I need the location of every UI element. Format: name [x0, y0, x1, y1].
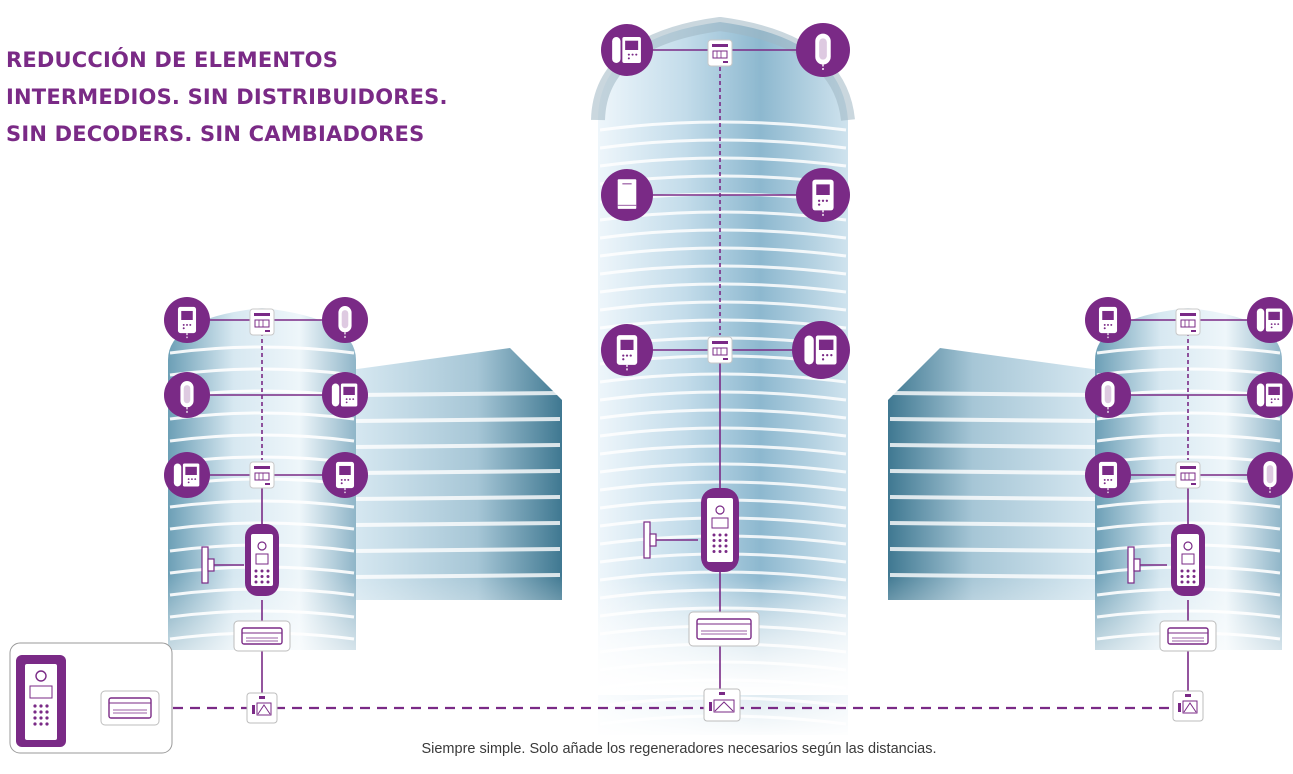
- left-power-supply: [233, 620, 291, 652]
- center-floor2-wall-terminal: [601, 169, 653, 221]
- left-floor3-monitor-handset: [164, 452, 210, 498]
- headline-line-3: SIN DECODERS. SIN CAMBIADORES: [6, 122, 425, 146]
- left-floor3-distributor: [249, 461, 275, 489]
- center-floor2-monitor: [796, 168, 850, 222]
- guard-power-supply: [100, 690, 160, 726]
- left-door-lock: [201, 546, 215, 584]
- center-floor3-monitor-handset: [792, 321, 850, 379]
- right-regenerator: [1172, 690, 1204, 722]
- right-power-supply: [1159, 620, 1217, 652]
- center-entrance-panel: [701, 488, 739, 572]
- building-right-block: [888, 348, 1100, 600]
- center-power-supply: [688, 611, 760, 647]
- right-floor3-distributor: [1175, 461, 1201, 489]
- center-floor3-monitor: [601, 324, 653, 376]
- center-regenerator: [703, 688, 741, 722]
- right-floor2-handset: [1085, 372, 1131, 418]
- right-floor1-distributor: [1175, 308, 1201, 336]
- right-floor2-monitor-handset: [1247, 372, 1293, 418]
- left-floor1-handset: [322, 297, 368, 343]
- right-entrance-panel: [1171, 524, 1205, 596]
- headline-line-1: REDUCCIÓN DE ELEMENTOS: [6, 48, 339, 72]
- right-floor3-handset: [1247, 452, 1293, 498]
- center-floor1-handset: [796, 23, 850, 77]
- left-entrance-panel: [245, 524, 279, 596]
- left-floor2-monitor-handset: [322, 372, 368, 418]
- left-floor1-distributor: [249, 308, 275, 336]
- left-floor2-handset: [164, 372, 210, 418]
- footer-caption: Siempre simple. Solo añade los regenerad…: [421, 741, 937, 757]
- center-floor3-distributor: [707, 336, 733, 364]
- guard-entrance-panel: [16, 655, 66, 747]
- left-floor3-monitor: [322, 452, 368, 498]
- headline-line-2: INTERMEDIOS. SIN DISTRIBUIDORES.: [6, 85, 448, 109]
- right-floor3-monitor: [1085, 452, 1131, 498]
- left-floor1-monitor: [164, 297, 210, 343]
- center-floor1-monitor-handset: [601, 24, 653, 76]
- headline: REDUCCIÓN DE ELEMENTOS INTERMEDIOS. SIN …: [6, 42, 566, 153]
- left-regenerator: [246, 692, 278, 724]
- right-floor1-monitor-handset: [1247, 297, 1293, 343]
- right-door-lock: [1127, 546, 1141, 584]
- building-left-block: [350, 348, 562, 600]
- center-floor1-distributor: [707, 39, 733, 67]
- right-floor1-monitor: [1085, 297, 1131, 343]
- center-door-lock: [643, 521, 657, 559]
